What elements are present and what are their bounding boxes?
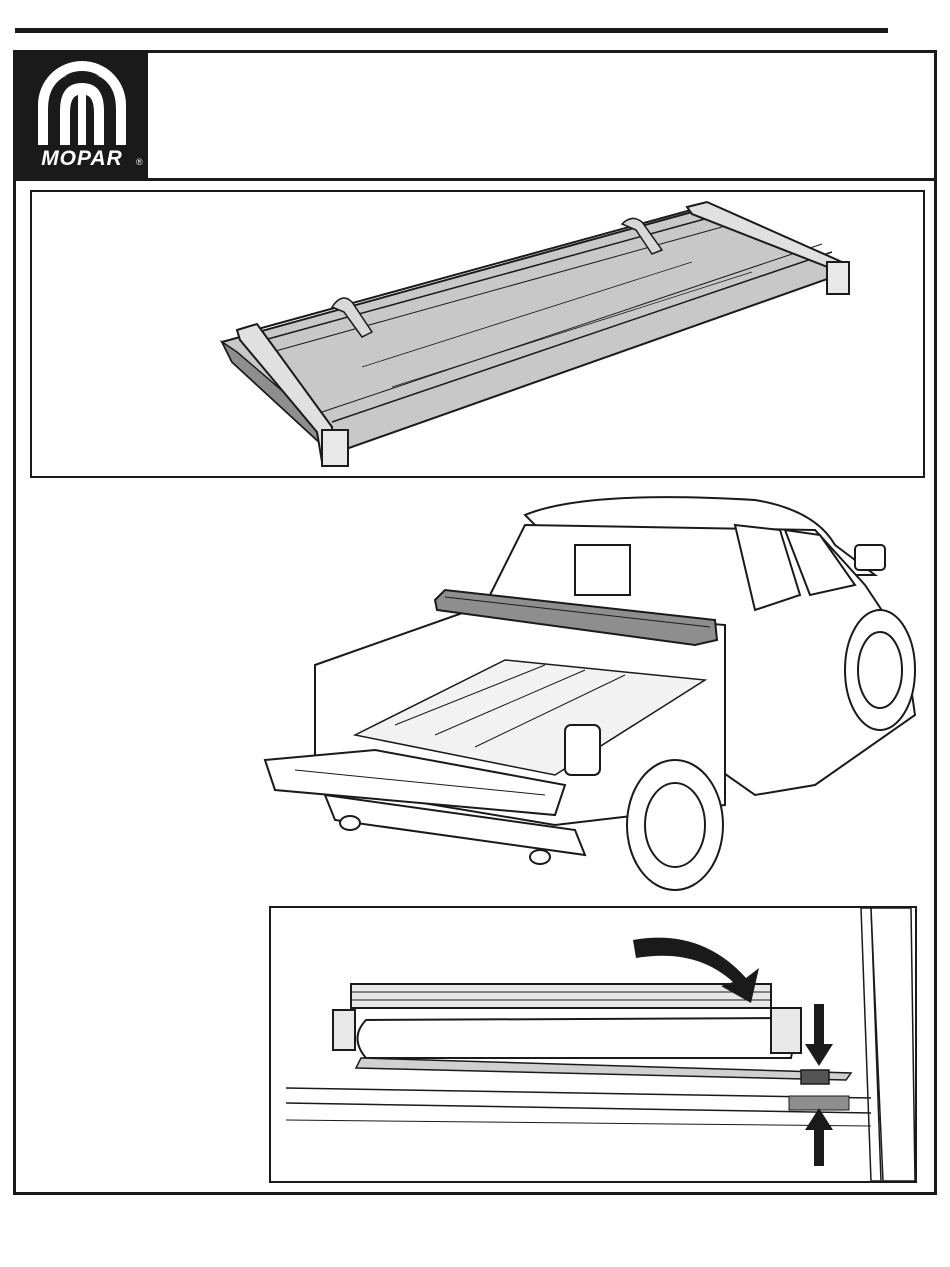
mopar-logo: MOPAR ®: [16, 53, 148, 178]
rail-detail-illustration: [271, 908, 915, 1181]
cover-illustration-panel: [30, 190, 925, 478]
rail-detail-panel: [269, 906, 917, 1183]
truck-illustration: [255, 485, 925, 900]
top-rule: [15, 28, 888, 33]
header-separator: [13, 178, 937, 181]
logo-wordmark: MOPAR: [16, 147, 148, 171]
tonneau-cover-illustration: [32, 192, 923, 476]
registered-mark: ®: [136, 157, 143, 167]
